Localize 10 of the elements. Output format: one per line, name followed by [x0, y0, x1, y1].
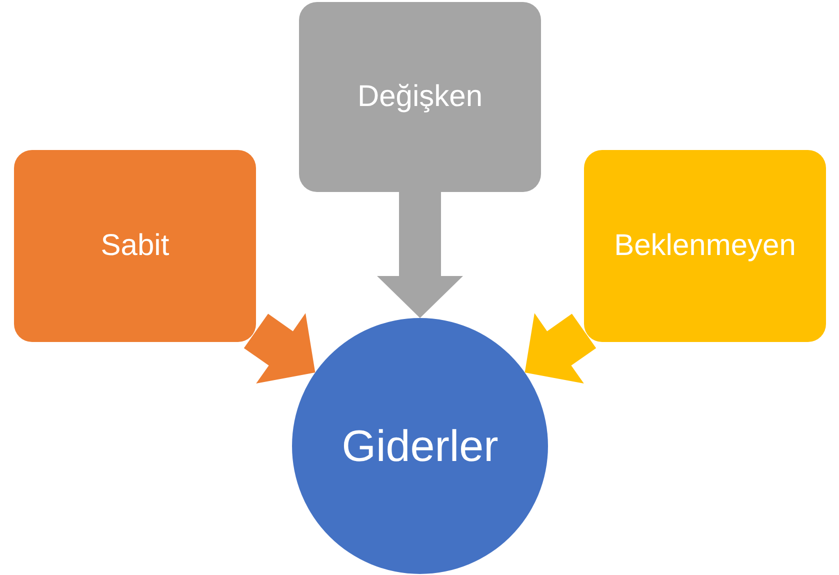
process-box [584, 150, 826, 342]
process-box [299, 2, 541, 192]
node-label: Değişken [357, 79, 483, 116]
node-label: Beklenmeyen [614, 228, 796, 264]
node-label: Sabit [100, 228, 170, 264]
node-label: Giderler [342, 420, 498, 472]
block-arrow [244, 313, 316, 384]
block-arrow [377, 192, 463, 318]
process-box [14, 150, 256, 342]
block-arrow [524, 313, 596, 384]
